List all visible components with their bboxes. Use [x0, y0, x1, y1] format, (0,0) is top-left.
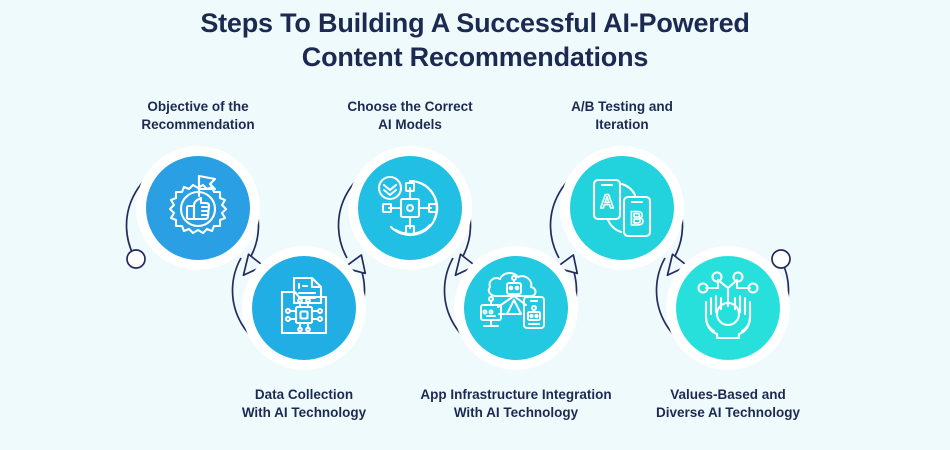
start-dot-marker [126, 249, 146, 269]
step-label-1-line-2: Recommendation [141, 117, 255, 132]
svg-text:B: B [630, 209, 644, 230]
step-node-4[interactable] [454, 246, 578, 370]
step-6-disc [676, 256, 780, 360]
page-title: Steps To Building A Successful AI-Powere… [0, 6, 950, 74]
page-title-line-1: Steps To Building A Successful AI-Powere… [200, 8, 750, 38]
thumbs-up-badge-flag-icon [168, 174, 228, 235]
step-label-1-line-1: Objective of the [147, 99, 249, 114]
arrow-head-5 [666, 253, 689, 277]
step-label-4-line-1: App Infrastructure Integration [420, 387, 612, 402]
step-node-1[interactable] [136, 146, 260, 270]
arrow-head-1 [242, 253, 265, 277]
step-label-6-line-1: Values-Based and [670, 387, 786, 402]
step-label-1: Objective of the Recommendation [83, 98, 313, 134]
step-label-2: Data Collection With AI Technology [189, 386, 419, 422]
svg-text:A: A [600, 192, 614, 213]
cloud-robot-devices-icon [480, 272, 545, 329]
step-1-disc [146, 156, 250, 260]
step-node-6[interactable] [666, 246, 790, 370]
end-dot-marker [771, 249, 791, 269]
step-label-5-line-1: A/B Testing and [571, 99, 673, 114]
arrow-head-3 [454, 253, 477, 277]
step-label-2-line-2: With AI Technology [241, 405, 367, 420]
step-3-disc [358, 156, 462, 260]
step-label-5-line-2: Iteration [595, 117, 649, 132]
step-label-6-line-2: Diverse AI Technology [655, 405, 801, 420]
step-node-2[interactable] [242, 246, 366, 370]
document-folder-chip-icon [280, 276, 328, 335]
step-label-6: Values-Based and Diverse AI Technology [613, 386, 843, 422]
step-node-3[interactable] [348, 146, 472, 270]
step-5-disc [570, 156, 674, 260]
hands-holding-ai-network-icon [697, 271, 759, 340]
page-title-line-2: Content Recommendations [301, 42, 649, 72]
step-label-3: Choose the Correct AI Models [295, 98, 525, 134]
step-label-4-line-2: With AI Technology [453, 405, 579, 420]
step-4-disc [464, 256, 568, 360]
step-node-5[interactable]: A B [560, 146, 684, 270]
step-label-5: A/B Testing and Iteration [507, 98, 737, 134]
step-label-3-line-1: Choose the Correct [347, 99, 473, 114]
step-label-3-line-2: AI Models [378, 117, 442, 132]
ai-model-network-node-icon [377, 175, 439, 237]
step-label-2-line-1: Data Collection [254, 387, 354, 402]
step-label-4: App Infrastructure Integration With AI T… [401, 386, 631, 422]
ab-testing-phones-icon: A B [592, 178, 652, 238]
